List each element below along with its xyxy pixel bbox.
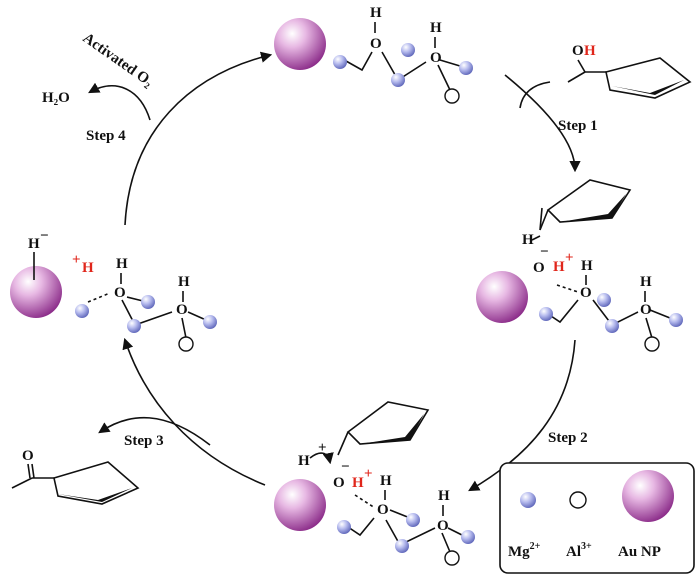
o-atom-left1: O	[114, 285, 126, 301]
legend-mg-swatch	[520, 492, 536, 508]
minus-charge-bottom: −	[341, 459, 350, 475]
plus-charge-left: +	[72, 252, 81, 268]
o-atom-top2: O	[430, 50, 442, 66]
mg-ion	[333, 55, 347, 69]
minus-charge-right: −	[540, 244, 549, 260]
o-atom-right1: O	[580, 285, 592, 301]
plus-charge-bottom: +	[318, 440, 327, 456]
step3-ketone-arrow	[98, 416, 211, 446]
h-atom-right-ch: H	[522, 232, 534, 248]
o-atom-product: O	[22, 448, 34, 464]
o-atom-bottom2: O	[437, 518, 449, 534]
h-atom-bottom1: H	[380, 473, 392, 489]
h-atom-right-proton: H	[553, 259, 565, 275]
mg-ion	[597, 293, 611, 307]
au-nanoparticle-right	[476, 271, 528, 323]
o-atom-left2: O	[176, 302, 188, 318]
cycle-arrow-left-top	[124, 51, 273, 226]
step4-label: Step 4	[86, 128, 126, 144]
mg-ion	[141, 295, 155, 309]
legend-al-label: Al3+	[566, 541, 592, 560]
h-atom-left-proton: H	[82, 260, 94, 276]
mg-ion	[203, 315, 217, 329]
o-atom-bottom-alkoxide: O	[333, 475, 345, 491]
mg-ion	[461, 530, 475, 544]
h-atom-top2: H	[430, 20, 442, 36]
legend-au-label: Au NP	[618, 544, 661, 560]
legend-mg-label: Mg2+	[508, 541, 541, 560]
mg-ion	[605, 319, 619, 333]
activated-o2-label: Activated O₂	[80, 30, 156, 90]
h-atom-right2: H	[640, 274, 652, 290]
o-atom-bottom1: O	[377, 502, 389, 518]
h-atom-bottom2: H	[438, 488, 450, 504]
step1-substrate-arrow	[519, 81, 551, 109]
mg-ion	[395, 539, 409, 553]
minus-charge-left: −	[40, 228, 49, 244]
al-ion	[444, 88, 460, 104]
o-atom-substrate: O	[572, 43, 584, 59]
o-atom-top1: O	[370, 36, 382, 52]
plus-charge-right: +	[565, 250, 574, 266]
h-atom-left2: H	[178, 274, 190, 290]
mg-ion	[337, 520, 351, 534]
h-atom-left1: H	[116, 256, 128, 272]
o-atom-right2: O	[640, 302, 652, 318]
cycle-arrow-top-right	[504, 74, 581, 173]
water-label: H₂O	[42, 90, 70, 106]
h-atom-bottom-ch: H	[298, 453, 310, 469]
o-atom-right-alkoxide: O	[533, 260, 545, 276]
au-nanoparticle-top	[274, 18, 326, 70]
au-nanoparticle-left	[10, 266, 62, 318]
plus-charge-bottom-proton: +	[364, 466, 373, 482]
step2-label: Step 2	[548, 430, 588, 446]
h-atom-top1: H	[370, 5, 382, 21]
h-atom-left-hydride: H	[28, 236, 40, 252]
mg-ion	[391, 73, 405, 87]
mg-ion	[539, 307, 553, 321]
cycle-arrow-bottom-left	[122, 337, 266, 486]
cycle-arrow-right	[468, 339, 576, 492]
step3-label: Step 3	[124, 433, 164, 449]
mg-ion	[459, 61, 473, 75]
mg-ion	[127, 319, 141, 333]
mg-ion	[75, 304, 89, 318]
legend-al-swatch	[569, 491, 587, 509]
legend-au-swatch	[622, 470, 674, 522]
mg-ion	[406, 513, 420, 527]
legend: Mg2+ Al3+ Au NP	[499, 462, 695, 574]
al-ion	[644, 336, 660, 352]
al-ion	[178, 336, 194, 352]
h-atom-right1: H	[581, 258, 593, 274]
h-atom-bottom-proton: H	[352, 475, 364, 491]
mg-ion	[669, 313, 683, 327]
al-ion	[444, 550, 460, 566]
mg-ion	[401, 43, 415, 57]
step1-label: Step 1	[558, 118, 598, 134]
h-atom-substrate: H	[584, 43, 596, 59]
au-nanoparticle-bottom	[274, 479, 326, 531]
step4-water-arrow	[88, 82, 151, 121]
